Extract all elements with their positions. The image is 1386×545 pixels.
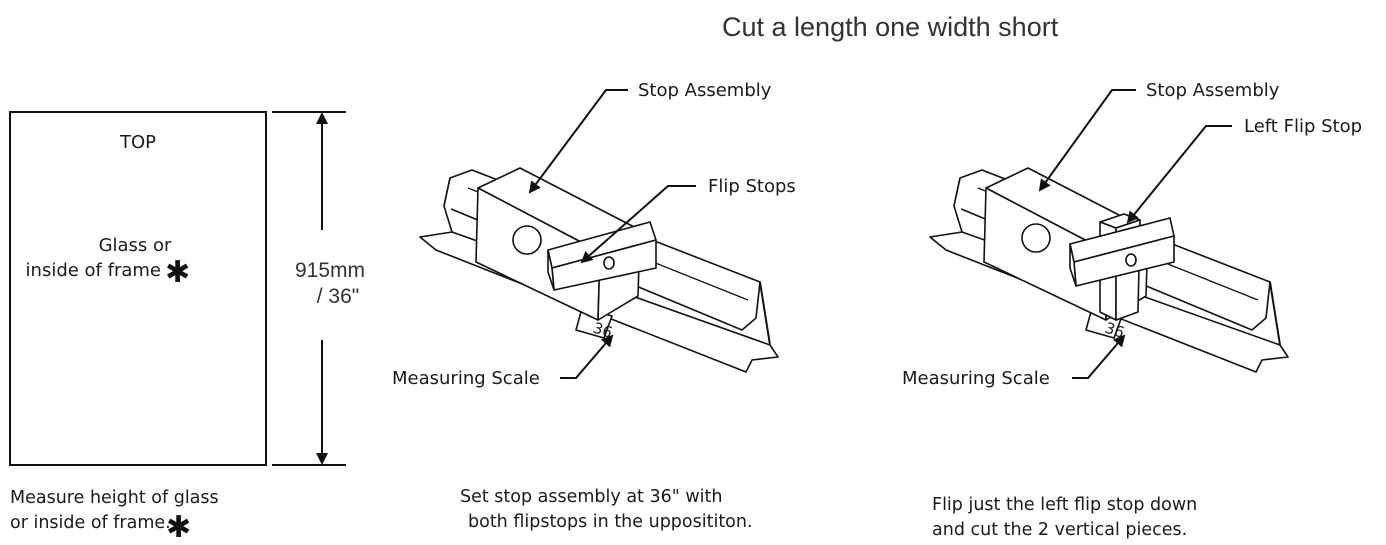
frame-panel: TOP Glass or inside of frame ✱ 915mm / 3… [9, 111, 365, 545]
stop-assembly-label-2: Stop Assembly [1146, 80, 1280, 101]
stop-flip-panel: 36 Stop Assembly Left Flip Stop Measurin… [902, 80, 1362, 540]
stop-knob-icon-2 [1021, 223, 1051, 253]
frame-caption-line1: Measure height of glass [10, 488, 219, 508]
diagram-heading: Cut a length one width short [722, 12, 1059, 42]
asterisk-icon: ✱ [165, 255, 190, 290]
caption-asterisk-icon: ✱ [166, 510, 191, 545]
measuring-scale-label-2: Measuring Scale [902, 368, 1050, 389]
flip-stops-label: Flip Stops [708, 176, 796, 197]
left-flip-stop-label: Left Flip Stop [1244, 116, 1362, 137]
measuring-scale-label: Measuring Scale [392, 368, 540, 389]
center-label-line1: Glass or [99, 235, 172, 256]
flip-caption-line2: and cut the 2 vertical pieces. [932, 520, 1187, 540]
pivot-screw-icon [603, 256, 615, 270]
stop-set-panel: 36 Stop Assembly Flip Stops Measuring Sc… [392, 80, 796, 532]
stop-assembly-leader [528, 89, 628, 194]
frame-caption-line2: or inside of frame. [10, 513, 171, 533]
frame-rectangle [9, 111, 267, 466]
dimension-value-line1: 915mm [295, 259, 365, 282]
pivot-screw-icon-2 [1125, 253, 1137, 267]
stop-knob-icon [512, 225, 542, 255]
measuring-scale-leader [560, 334, 614, 379]
top-label: TOP [119, 132, 156, 153]
left-flip-stop-leader [1126, 125, 1232, 224]
center-label-line2: inside of frame [26, 260, 161, 281]
right-flip-stop [1069, 217, 1175, 287]
stop-assembly-leader-2 [1038, 89, 1136, 192]
stop-assembly-label: Stop Assembly [638, 80, 772, 101]
flip-caption-line1: Flip just the left flip stop down [932, 495, 1197, 515]
set-caption-line2: both flipstops in the upposititon. [468, 512, 753, 532]
dimension-value-line2: / 36" [317, 285, 359, 308]
set-caption-line1: Set stop assembly at 36" with [460, 487, 722, 507]
flip-stops-leader [580, 185, 696, 264]
measuring-scale-leader-2 [1072, 334, 1126, 379]
